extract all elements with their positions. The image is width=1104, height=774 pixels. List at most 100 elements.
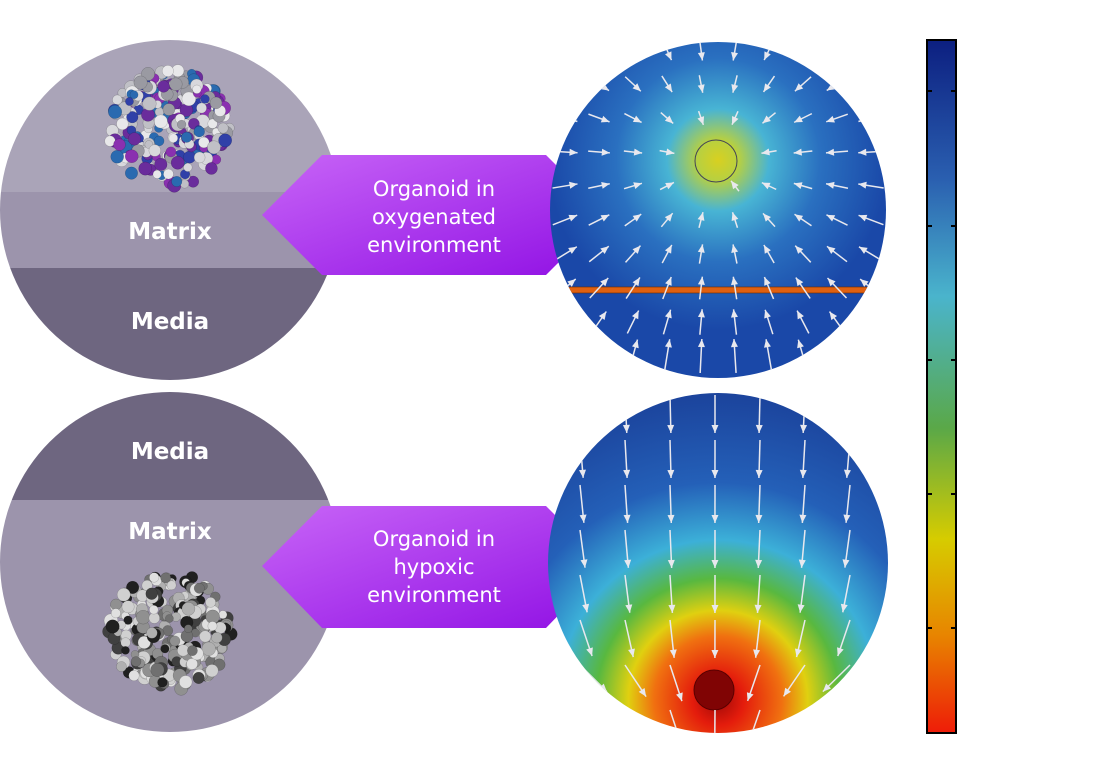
cell bbox=[126, 111, 139, 124]
flux-arrow bbox=[589, 277, 609, 299]
organoid-outline bbox=[694, 139, 738, 183]
flux-arrow bbox=[826, 42, 848, 60]
flux-arrow bbox=[552, 181, 578, 189]
cell bbox=[145, 587, 158, 600]
cell bbox=[168, 133, 179, 143]
flux-arrow bbox=[755, 394, 763, 434]
callout-line: Organoid in bbox=[373, 177, 495, 201]
cell bbox=[160, 644, 170, 654]
flux-arrow bbox=[711, 439, 719, 479]
cell bbox=[200, 94, 210, 104]
cell bbox=[181, 131, 193, 143]
flux-arrow bbox=[623, 148, 643, 156]
flux-arrow bbox=[662, 309, 672, 335]
flux-arrow bbox=[825, 148, 849, 156]
flux-arrow bbox=[579, 709, 608, 733]
flux-arrow bbox=[762, 75, 776, 93]
flux-arrow bbox=[753, 619, 761, 658]
flux-arrow bbox=[711, 529, 719, 569]
flux-arrow bbox=[588, 181, 610, 190]
flux-arrow bbox=[697, 244, 705, 264]
flux-arrow bbox=[731, 244, 739, 264]
flux-arrow bbox=[844, 394, 852, 433]
flux-arrow bbox=[794, 245, 812, 263]
oxygen-field-oxygenated bbox=[550, 42, 886, 378]
cell bbox=[205, 596, 216, 608]
cell bbox=[110, 608, 121, 619]
matrix-label: Matrix bbox=[128, 219, 212, 245]
flux-arrow bbox=[822, 664, 851, 693]
cell bbox=[110, 150, 124, 164]
cell bbox=[192, 671, 205, 684]
flux-arrow bbox=[761, 181, 777, 191]
flux-arrow bbox=[730, 309, 738, 335]
flux-arrow bbox=[799, 484, 807, 523]
cell bbox=[154, 157, 168, 172]
cell bbox=[153, 135, 165, 147]
callout-line: environment bbox=[367, 233, 501, 257]
cell bbox=[209, 96, 223, 110]
cell bbox=[148, 144, 161, 157]
cell bbox=[217, 122, 229, 134]
cell bbox=[192, 84, 202, 94]
flux-arrow bbox=[799, 439, 807, 478]
flux-arrow bbox=[661, 244, 673, 264]
flux-arrow bbox=[626, 310, 640, 334]
cell bbox=[169, 635, 181, 647]
flux-arrow bbox=[794, 42, 812, 60]
flux-arrow bbox=[795, 277, 811, 299]
cell bbox=[121, 600, 135, 614]
cell bbox=[138, 161, 153, 176]
flux-arrow bbox=[858, 181, 884, 189]
flux-arrow bbox=[731, 42, 739, 61]
flux-arrow bbox=[793, 182, 813, 190]
flux-arrow bbox=[755, 439, 763, 479]
callout-line: environment bbox=[367, 583, 501, 607]
flux-arrow bbox=[764, 339, 773, 373]
flux-arrow bbox=[697, 338, 705, 374]
cell bbox=[149, 604, 159, 615]
media-label: Media bbox=[131, 309, 209, 335]
flux-arrow bbox=[579, 529, 588, 568]
cell bbox=[105, 619, 120, 634]
organoid-outline bbox=[693, 669, 735, 711]
cell bbox=[162, 103, 176, 116]
cell bbox=[123, 615, 133, 625]
cell bbox=[218, 133, 233, 148]
flux-arrow bbox=[624, 574, 633, 613]
flux-arrow bbox=[830, 339, 844, 373]
flux-arrow bbox=[667, 484, 675, 524]
flux-arrow bbox=[858, 77, 884, 91]
cell bbox=[165, 614, 174, 623]
flux-arrow bbox=[754, 574, 762, 613]
flux-arrow bbox=[796, 310, 810, 334]
flux-arrow bbox=[859, 42, 883, 59]
flux-arrow bbox=[697, 75, 705, 93]
cell bbox=[127, 132, 142, 146]
flux-arrow bbox=[730, 338, 738, 374]
flux-arrow bbox=[731, 212, 739, 228]
flux-arrow bbox=[761, 112, 777, 124]
cell bbox=[142, 96, 157, 111]
cell bbox=[178, 675, 193, 689]
cell bbox=[133, 75, 148, 90]
flux-arrow bbox=[825, 113, 849, 123]
flux-arrow bbox=[625, 277, 641, 299]
cell bbox=[149, 572, 160, 583]
flux-arrow bbox=[589, 42, 609, 60]
flux-arrow bbox=[794, 76, 812, 92]
cell bbox=[187, 645, 198, 656]
cell bbox=[128, 670, 140, 682]
flux-arrow bbox=[798, 529, 806, 568]
cell bbox=[205, 162, 218, 175]
flux-arrow bbox=[826, 214, 848, 226]
cell bbox=[207, 621, 218, 631]
flux-arrow bbox=[660, 111, 674, 125]
flux-arrow bbox=[711, 394, 719, 434]
cell bbox=[116, 661, 127, 672]
cell bbox=[169, 77, 183, 91]
flux-arrow bbox=[578, 394, 586, 433]
membrane-line bbox=[559, 286, 871, 294]
flux-arrow bbox=[697, 110, 705, 126]
flux-arrow bbox=[553, 42, 577, 59]
